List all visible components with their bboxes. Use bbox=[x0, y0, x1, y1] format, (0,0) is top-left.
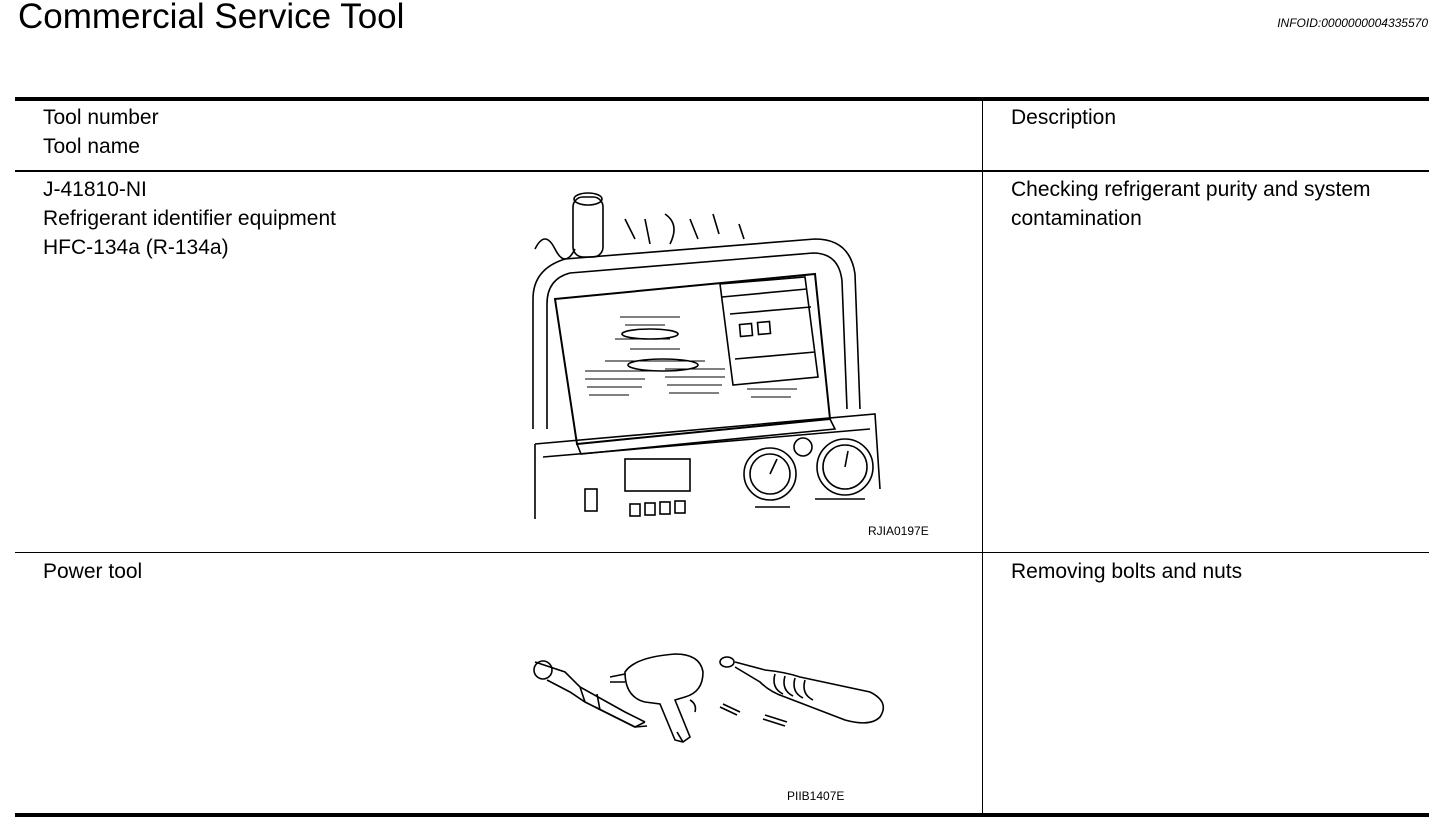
tool-spec: HFC-134a (R-134a) bbox=[43, 236, 229, 259]
tool-description: contamination bbox=[1011, 207, 1142, 230]
header-divider bbox=[15, 170, 1429, 172]
tool-number: J-41810-NI bbox=[43, 178, 147, 201]
header-description: Description bbox=[1011, 106, 1117, 129]
header-tool-number: Tool number bbox=[43, 106, 159, 129]
power-tool-illustration bbox=[533, 653, 885, 743]
header-tool-name: Tool name bbox=[43, 135, 140, 158]
column-divider bbox=[982, 97, 983, 817]
figure-code: RJIA0197E bbox=[868, 524, 929, 538]
table-top-rule bbox=[15, 97, 1429, 101]
table-bottom-rule bbox=[15, 813, 1429, 817]
refrigerant-identifier-illustration bbox=[532, 192, 881, 519]
tool-name: Power tool bbox=[43, 560, 143, 583]
info-id: INFOID:0000000004335570 bbox=[1277, 16, 1428, 30]
figure-code: PIIB1407E bbox=[787, 789, 845, 803]
tool-name: Refrigerant identifier equipment bbox=[43, 207, 336, 230]
row-divider bbox=[15, 552, 1429, 553]
tool-description: Removing bolts and nuts bbox=[1011, 560, 1243, 583]
page-title: Commercial Service Tool bbox=[18, 0, 405, 36]
tool-description: Checking refrigerant purity and system bbox=[1011, 178, 1371, 201]
service-tool-table: Tool number Tool name Description J-4181… bbox=[15, 97, 1429, 817]
